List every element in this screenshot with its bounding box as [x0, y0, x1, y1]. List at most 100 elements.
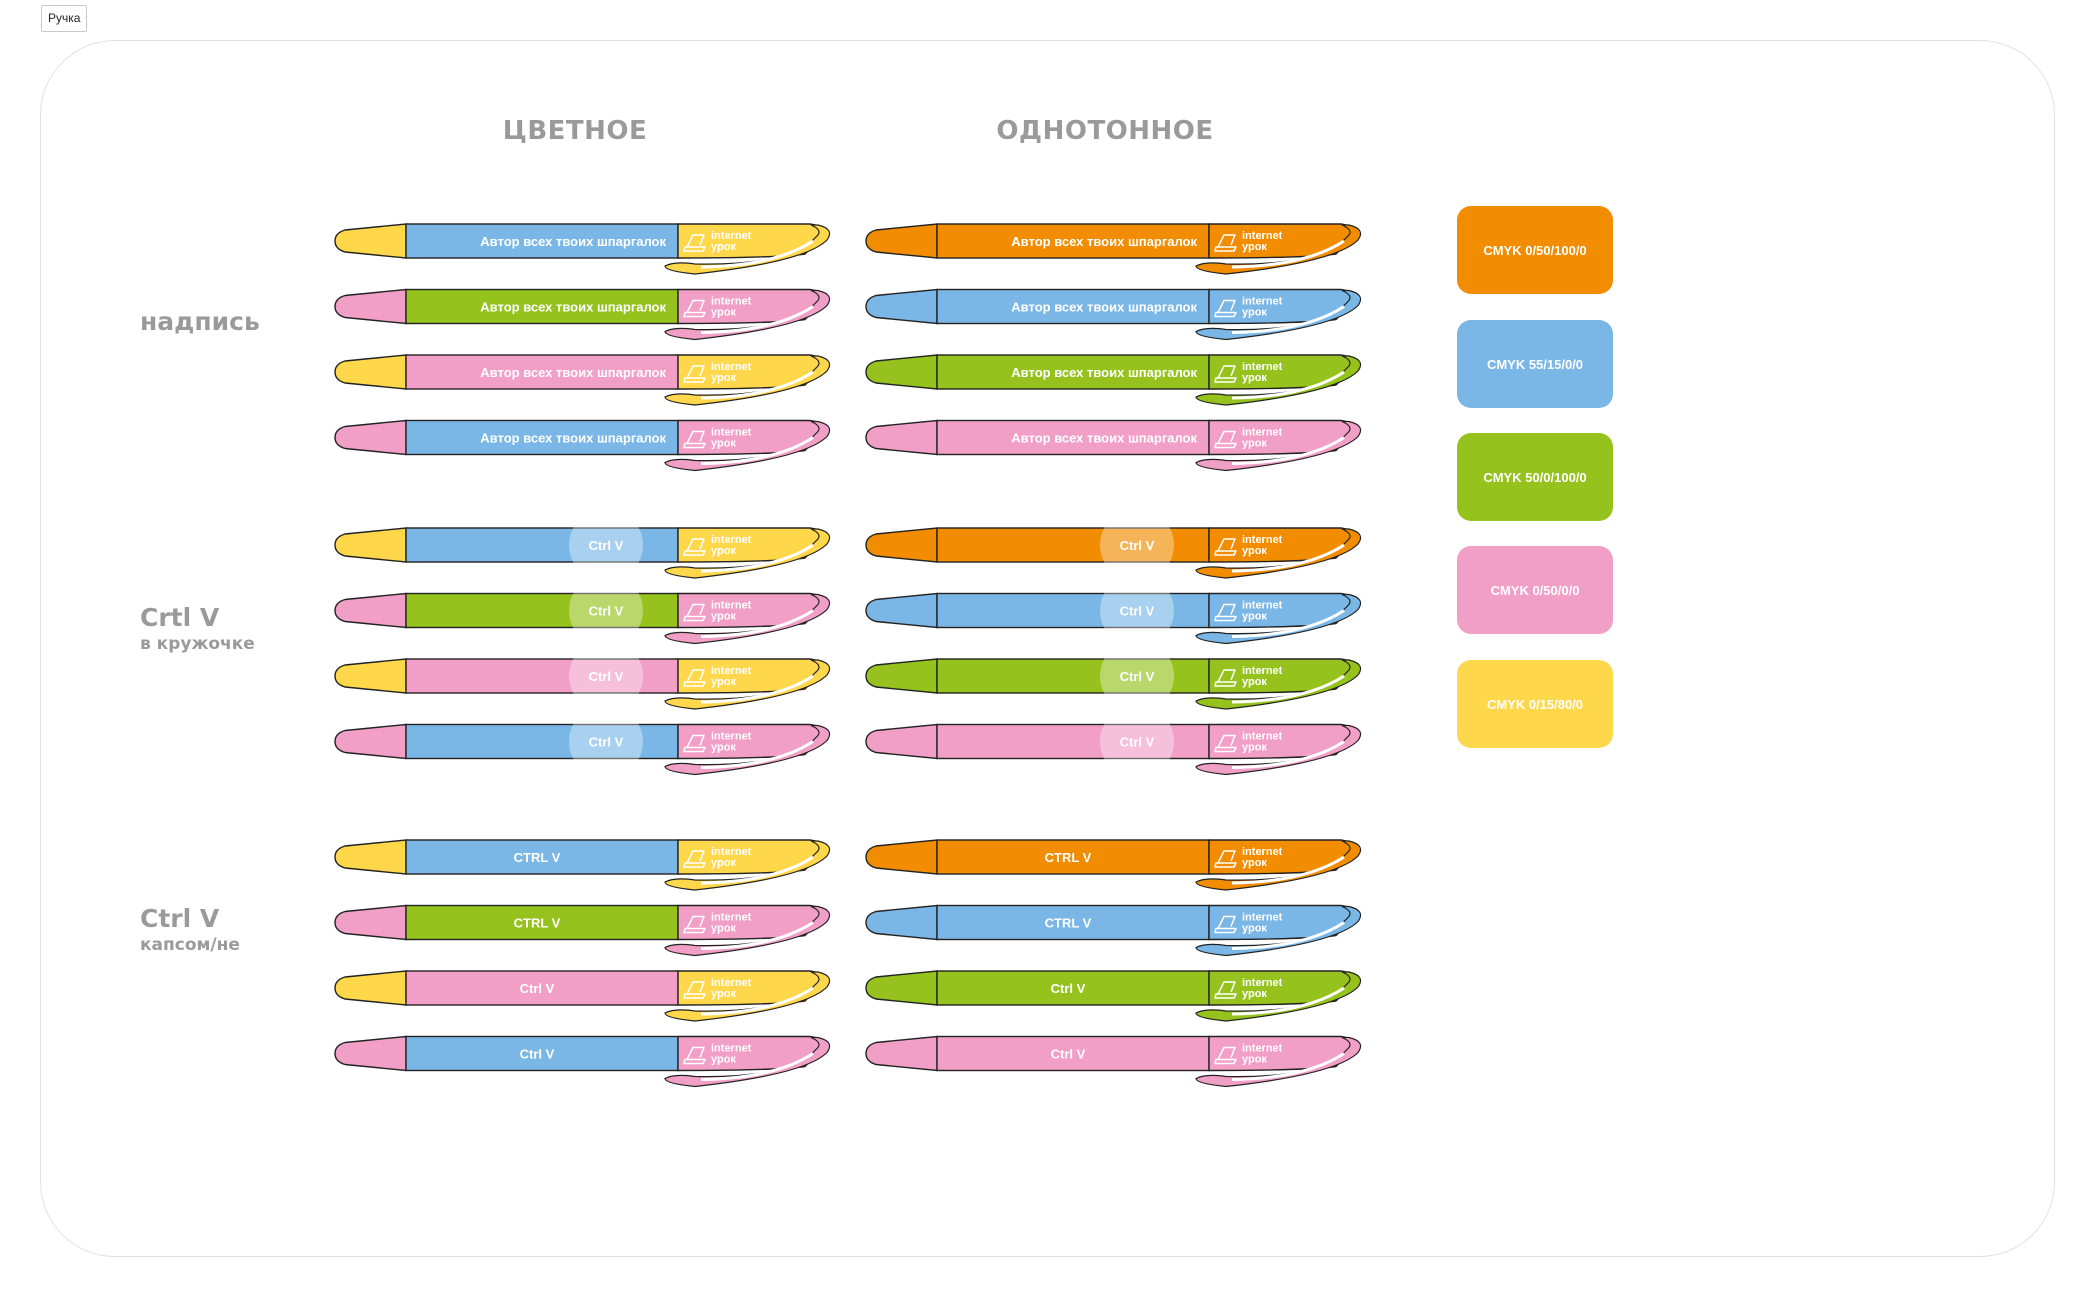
brand-line1: internet: [1242, 534, 1283, 546]
brand-line1: internet: [711, 600, 752, 612]
pen-label: CTRL V: [1045, 916, 1092, 931]
brand-line2: урок: [711, 438, 736, 450]
brand-line1: internet: [1242, 977, 1283, 989]
brand-line2: урок: [1242, 857, 1267, 869]
pen-body: [936, 223, 1210, 259]
pen-label: Ctrl V: [1120, 735, 1155, 750]
swatch-green: CMYK 50/0/100/0: [1457, 433, 1613, 521]
brand-line2: урок: [1242, 1054, 1267, 1066]
brand-line1: internet: [1242, 230, 1283, 242]
pen-body: [405, 419, 679, 456]
pen-tip: [334, 354, 407, 390]
swatch-yellow: CMYK 0/15/80/0: [1457, 660, 1613, 748]
brand-line1: internet: [1242, 731, 1283, 743]
label-circle: [569, 639, 643, 713]
pen-body: [936, 592, 1210, 629]
brand-line1: internet: [711, 296, 752, 308]
brand-line1: internet: [711, 665, 752, 677]
pen-body: [936, 354, 1210, 390]
pen-label: Ctrl V: [1120, 604, 1155, 619]
label-circle: [1100, 704, 1174, 779]
pen-body: [405, 527, 679, 563]
brand-line2: урок: [711, 923, 736, 935]
group-title-circle: Crtl V в кружочке: [140, 603, 255, 655]
pen-clip-highlight: [700, 543, 814, 573]
label-circle: [1100, 573, 1174, 648]
laptop-icon: [1214, 234, 1237, 252]
brand-line1: internet: [711, 1043, 752, 1055]
brand-line2: урок: [1242, 438, 1267, 450]
pen-label: Ctrl V: [1120, 538, 1155, 553]
pen-tip: [334, 904, 407, 941]
pen-label: Автор всех твоих шпаргалок: [480, 431, 666, 446]
pen-label: Автор всех твоих шпаргалок: [480, 234, 666, 249]
pen-label: Автор всех твоих шпаргалок: [480, 365, 666, 380]
pen-label: Ctrl V: [589, 538, 624, 553]
pen-tip: [334, 658, 407, 694]
pen-tip: [865, 288, 938, 325]
brand-line1: internet: [1242, 361, 1283, 373]
brand-line2: урок: [711, 611, 736, 623]
pen-tip: [865, 223, 938, 259]
brand-line2: урок: [711, 988, 736, 1000]
laptop-icon: [1214, 365, 1237, 383]
brand-line2: урок: [711, 857, 736, 869]
pen-clip-highlight: [700, 436, 814, 465]
brand-line1: internet: [711, 361, 752, 373]
brand-line1: internet: [1242, 665, 1283, 677]
laptop-icon: [1214, 981, 1237, 999]
laptop-icon: [683, 981, 706, 999]
brand-line2: урок: [711, 742, 736, 754]
pen-body: [405, 904, 679, 941]
brand-line1: internet: [1242, 600, 1283, 612]
pen-clip-highlight: [1231, 305, 1345, 334]
pen-tip: [865, 527, 938, 563]
pen-clip-highlight: [1231, 239, 1345, 269]
pen-tip: [865, 723, 938, 760]
pen-clip-highlight: [1231, 436, 1345, 465]
brand-line1: internet: [711, 977, 752, 989]
pen-body: [936, 1035, 1210, 1072]
laptop-icon: [1214, 850, 1237, 868]
brand-line2: урок: [711, 676, 736, 688]
pen-clip-highlight: [1231, 921, 1345, 950]
laptop-icon: [1214, 538, 1237, 556]
tab-label[interactable]: Ручка: [41, 5, 88, 32]
brand-line1: internet: [1242, 846, 1283, 858]
pen-tip: [334, 970, 407, 1006]
pen-clip-highlight: [700, 986, 814, 1016]
brand-line1: internet: [711, 230, 752, 242]
pen-clip-highlight: [1231, 986, 1345, 1016]
pen-tip: [334, 1035, 407, 1072]
column-title-solid: ОДНОТОННОЕ: [996, 116, 1214, 146]
pen-body: [405, 839, 679, 875]
brand-line1: internet: [711, 731, 752, 743]
pen-clip-highlight: [700, 921, 814, 950]
brand-line2: урок: [711, 307, 736, 319]
brand-line2: урок: [1242, 923, 1267, 935]
brand-line2: урок: [1242, 611, 1267, 623]
pen-label: Ctrl V: [589, 669, 624, 684]
pen-label: CTRL V: [514, 850, 561, 865]
brand-line1: internet: [1242, 1043, 1283, 1055]
pen-clip-highlight: [700, 855, 814, 885]
pen-tip: [334, 592, 407, 629]
pen-label: Ctrl V: [1051, 1047, 1086, 1062]
laptop-icon: [683, 1046, 706, 1065]
pen-clip-highlight: [1231, 855, 1345, 885]
laptop-icon: [683, 299, 706, 318]
